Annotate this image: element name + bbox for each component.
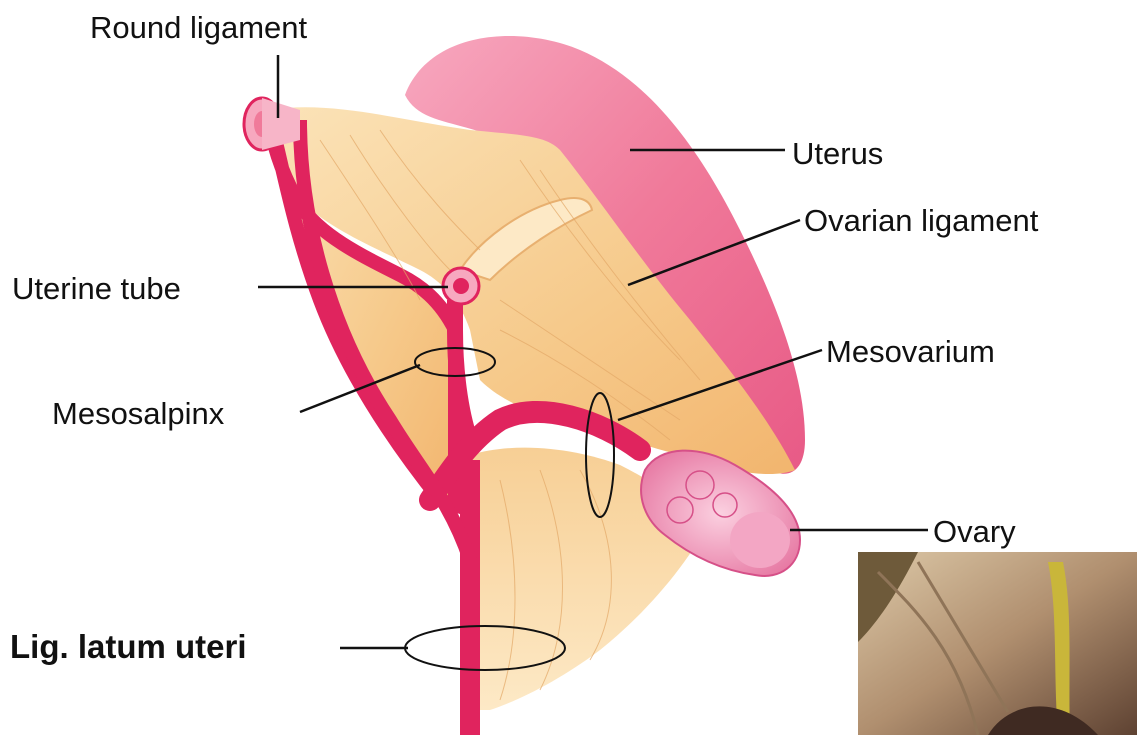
label-uterus: Uterus: [792, 138, 883, 169]
label-mesosalpinx: Mesosalpinx: [52, 398, 224, 429]
label-mesovarium: Mesovarium: [826, 336, 995, 367]
label-uterine-tube: Uterine tube: [12, 273, 181, 304]
cadaver-inset-image: [858, 552, 1137, 735]
label-lig-latum-uteri: Lig. latum uteri: [10, 630, 247, 663]
label-ovary: Ovary: [933, 516, 1016, 547]
label-ovarian-ligament: Ovarian ligament: [804, 205, 1038, 236]
label-round-ligament: Round ligament: [90, 12, 307, 43]
